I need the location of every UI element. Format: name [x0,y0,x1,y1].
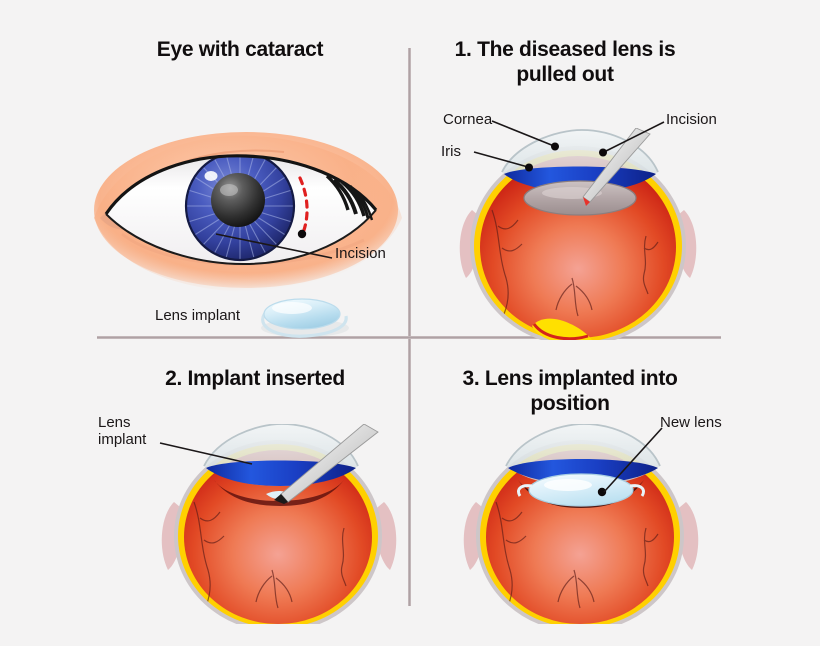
label-cornea: Cornea [443,111,493,128]
panel-title-eye-with-cataract: Eye with cataract [156,38,324,61]
lower-lid-line [105,209,377,266]
cornea-outline [505,424,661,467]
cornea-outline [501,129,659,173]
new-lens-anchor-dot [597,487,607,497]
eye-cross-section-implant-inserted [161,424,397,624]
label-incision-top-right: Incision [666,111,717,128]
lens-implant-leader-line [159,442,253,465]
eye-cross-section-lens-removal [459,128,697,340]
incision-dashed-line [298,176,309,232]
iris-leader-line [473,151,533,172]
cataract-lens-outline [523,180,637,216]
panel-title-diseased-lens-pulled-out: 1. The diseased lens is pulled out [454,38,676,86]
label-lens-implant-top-left: Lens implant [155,307,241,324]
label-lens-implant-bottom-left: Lens implant [98,414,147,448]
label-new-lens: New lens [660,414,722,431]
label-iris: Iris [441,143,461,160]
panel-title-implant-inserted: 2. Implant inserted [165,367,345,390]
incision-anchor-dot [297,229,307,239]
eye-cross-section-lens-in-position [463,424,699,624]
retinal-vessels [193,501,347,609]
horizontal-divider [97,336,721,339]
cornea-leader-line [491,120,559,151]
eye-front-view-figure [94,132,402,293]
retinal-vessels [495,501,659,609]
lens-implant-swatch [261,298,349,338]
corneal-highlight [204,171,218,181]
incision-leader-line-top-left [215,233,333,259]
vertical-divider [408,48,411,606]
label-incision-top-left: Incision [335,245,386,262]
capsular-opening [214,480,344,506]
panel-title-lens-implanted-into-position: 3. Lens implanted into position [462,367,678,415]
incision-leader-line-top-right [599,121,665,157]
pupil-with-cataract [211,173,265,227]
optic-nerve-outline [532,323,589,340]
surgical-injector [274,424,379,504]
new-lens-leader-line [603,427,663,493]
retinal-vessels [491,209,659,317]
new-lens-implant [517,473,645,507]
eyelashes [325,174,374,221]
